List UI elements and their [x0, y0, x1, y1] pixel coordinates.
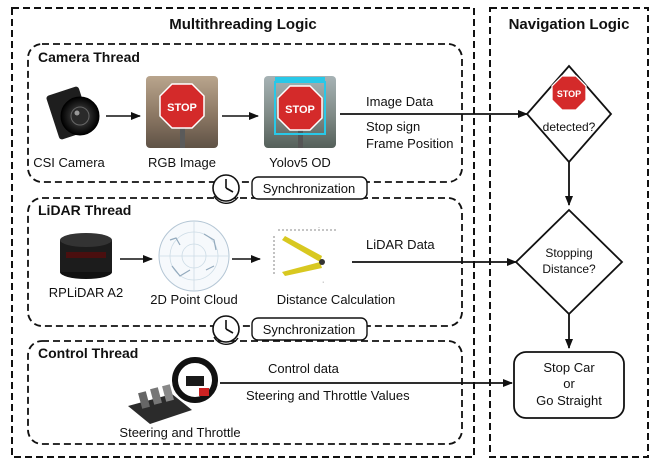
point-cloud-label: 2D Point Cloud — [150, 292, 237, 307]
stop-car-label: Stop Car — [543, 360, 595, 375]
camera-thread-box — [27, 43, 463, 183]
stop-sign-text: STOP — [285, 104, 315, 116]
svg-text:·: · — [322, 279, 324, 286]
sync-label: Synchronization — [263, 322, 356, 337]
lidar-thread-title: LiDAR Thread — [38, 202, 131, 218]
stop-sign-text: STOP — [167, 102, 197, 114]
csi-camera-label: CSI Camera — [33, 155, 105, 170]
sync-clock-icon — [212, 174, 240, 204]
svg-text:·: · — [318, 225, 320, 231]
detected-label: detected? — [543, 120, 596, 134]
navigation-frame — [489, 7, 649, 458]
steering-throttle-label: Steering and Throttle — [119, 425, 240, 440]
control-thread-title: Control Thread — [38, 345, 138, 361]
sync-label-box — [251, 176, 368, 200]
or-label: or — [563, 376, 575, 391]
steering-wheel-pedals-icon — [128, 357, 218, 424]
camera-thread-title: Camera Thread — [38, 49, 140, 65]
stopping-label: Stopping — [545, 246, 592, 260]
rplidar-label: RPLiDAR A2 — [49, 285, 123, 300]
image-data-label: Image Data — [366, 94, 434, 109]
go-straight-label: Go Straight — [536, 393, 602, 408]
rgb-image-thumbnail — [146, 76, 218, 148]
action-box — [513, 351, 625, 419]
yolo-label: Yolov5 OD — [269, 155, 331, 170]
control-thread-box — [27, 340, 463, 445]
rgb-image-label: RGB Image — [148, 155, 216, 170]
sync-clock-icon — [212, 315, 240, 345]
stop-sign-icon — [551, 75, 587, 111]
navigation-title: Navigation Logic — [509, 16, 630, 33]
steering-values-label: Steering and Throttle Values — [246, 388, 410, 403]
rplidar-icon — [60, 233, 112, 279]
control-data-label: Control data — [268, 361, 340, 376]
point-cloud-icon — [158, 220, 230, 292]
stop-sign-label: Stop sign — [366, 119, 420, 134]
sync-label: Synchronization — [263, 181, 356, 196]
lidar-data-label: LiDAR Data — [366, 237, 435, 252]
multithreading-frame — [11, 7, 475, 458]
distance-calculation-icon: · · — [264, 222, 348, 290]
yolo-detection-thumbnail — [264, 76, 336, 148]
distance-label: Distance? — [542, 262, 596, 276]
frame-position-label: Frame Position — [366, 136, 453, 151]
distance-calculation-label: Distance Calculation — [277, 292, 396, 307]
sync-label-box — [251, 317, 368, 341]
csi-camera-icon — [46, 86, 100, 140]
multithreading-title: Multithreading Logic — [169, 16, 317, 33]
stop-sign-text: STOP — [557, 89, 581, 99]
